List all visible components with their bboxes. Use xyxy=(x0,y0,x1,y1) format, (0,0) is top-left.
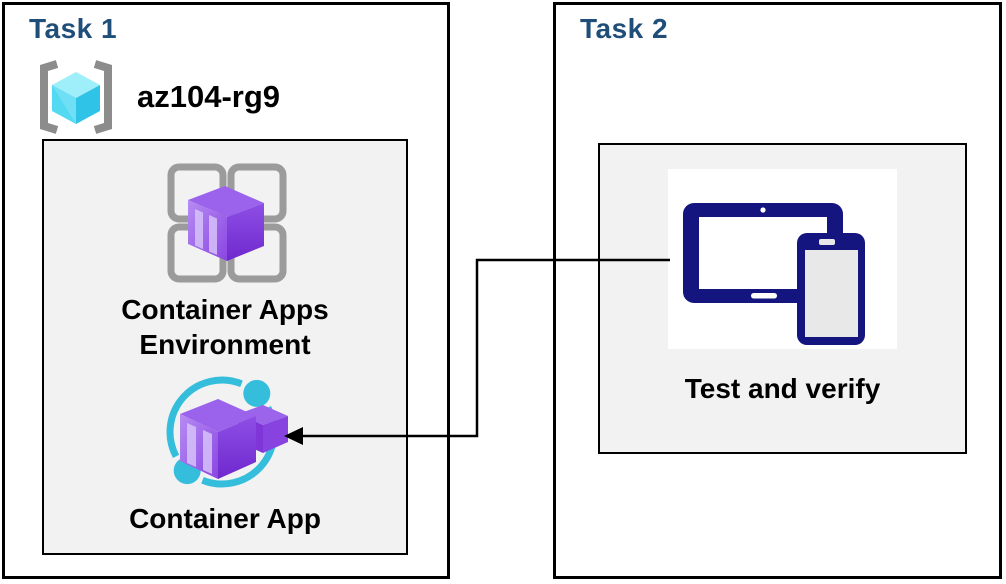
task1-box: Task 1 az104-rg9 xyxy=(2,2,450,579)
tablet-phone-icon xyxy=(683,203,865,345)
container-app-icon xyxy=(166,376,288,488)
container-apps-environment-box: Container Apps Environment xyxy=(42,139,408,555)
phone xyxy=(797,233,865,345)
resource-group-row: az104-rg9 xyxy=(31,57,280,137)
container-apps-environment-icon xyxy=(167,163,287,283)
main-container xyxy=(180,399,256,479)
task2-box: Task 2 Test and verify xyxy=(553,2,1002,579)
resource-group-name: az104-rg9 xyxy=(137,79,281,114)
task1-title: Task 1 xyxy=(29,13,118,44)
cyan-dot-top xyxy=(243,379,271,407)
devices-plate xyxy=(668,169,897,349)
container-app-label: Container App xyxy=(129,503,321,534)
test-and-verify-box: Test and verify xyxy=(598,143,967,454)
test-and-verify-label: Test and verify xyxy=(684,373,881,404)
environment-label: Container Apps Environment xyxy=(121,294,329,360)
task2-title: Task 2 xyxy=(580,13,669,44)
resource-group-icon xyxy=(40,60,112,134)
